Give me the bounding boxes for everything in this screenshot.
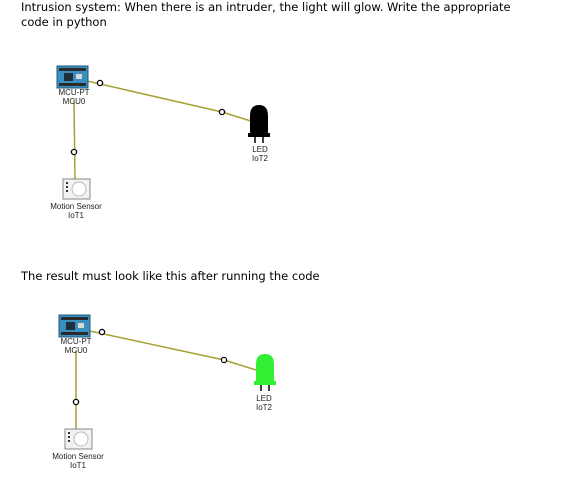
led-off-icon xyxy=(248,105,270,143)
wire-node xyxy=(70,148,78,156)
mcu-board-icon xyxy=(58,314,91,338)
wire-node xyxy=(218,108,226,116)
sensor-name-label: Motion Sensor xyxy=(52,452,104,461)
wire-node xyxy=(98,328,106,336)
led-id-label: IoT2 xyxy=(255,403,272,412)
led-id-label: IoT2 xyxy=(251,154,268,163)
question-prompt: Intrusion system: When there is an intru… xyxy=(21,0,511,29)
led-name-label: LED xyxy=(252,145,268,154)
sensor-name-label: Motion Sensor xyxy=(50,202,102,211)
wire-node xyxy=(96,79,104,87)
wire-node xyxy=(72,398,80,406)
diagram-before: MCU-PT MCU0 LED IoT2 Motion Sensor IoT1 xyxy=(50,65,270,220)
mcu-id-label: MCU0 xyxy=(64,346,88,355)
sensor-id-label: IoT1 xyxy=(67,211,84,220)
diagram-after: MCU-PT MCU0 LED IoT2 Motion Sensor IoT1 xyxy=(0,250,563,484)
wire-node xyxy=(220,356,228,364)
mcu-board-icon xyxy=(56,65,89,89)
mcu-id-label: MCU0 xyxy=(62,97,86,106)
mcu-name-label: MCU-PT xyxy=(60,337,92,346)
diagram-after-canvas xyxy=(58,314,276,450)
wire-led-end xyxy=(223,359,257,371)
sensor-id-label: IoT1 xyxy=(69,461,86,470)
led-name-label: LED xyxy=(256,394,272,403)
wire-mcu-sensor xyxy=(73,99,76,181)
motion-sensor-icon xyxy=(62,178,91,200)
led-on-icon xyxy=(254,354,276,391)
motion-sensor-icon xyxy=(64,428,93,450)
wire-led-end xyxy=(221,111,255,123)
mcu-name-label: MCU-PT xyxy=(58,88,90,97)
result-caption: The result must look like this after run… xyxy=(21,269,320,283)
diagram-before-canvas xyxy=(56,65,270,200)
